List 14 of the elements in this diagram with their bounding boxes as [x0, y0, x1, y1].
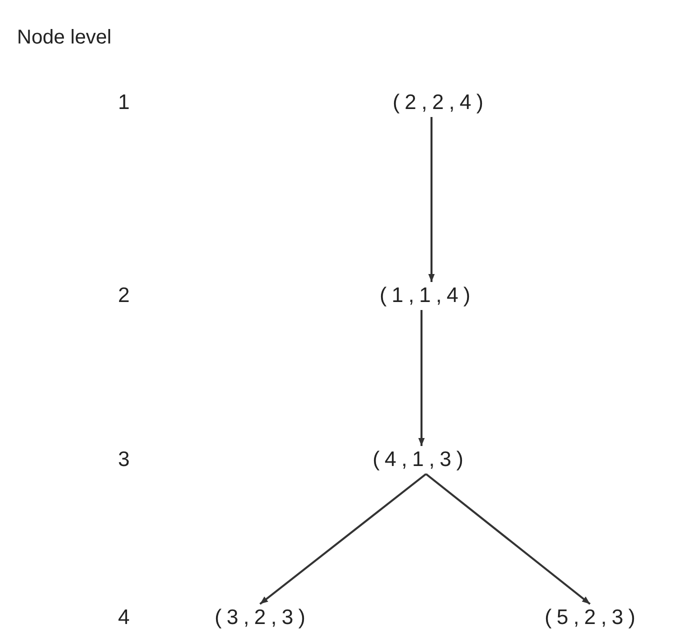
- axis-title: Node level: [17, 26, 112, 50]
- level-number: 4: [118, 606, 130, 630]
- level-number: 3: [118, 448, 130, 472]
- node-label: (5,2,3): [540, 604, 640, 632]
- arrow: [425, 473, 591, 605]
- arrow: [428, 117, 435, 282]
- arrow: [259, 473, 427, 605]
- level-number: 2: [118, 284, 130, 308]
- node-label: (1,1,4): [374, 282, 476, 310]
- arrow: [418, 310, 425, 446]
- level-number: 1: [118, 91, 130, 115]
- node-label: (2,2,4): [388, 89, 488, 117]
- node-label: (3,2,3): [210, 604, 310, 632]
- node-label: (4,1,3): [368, 446, 468, 474]
